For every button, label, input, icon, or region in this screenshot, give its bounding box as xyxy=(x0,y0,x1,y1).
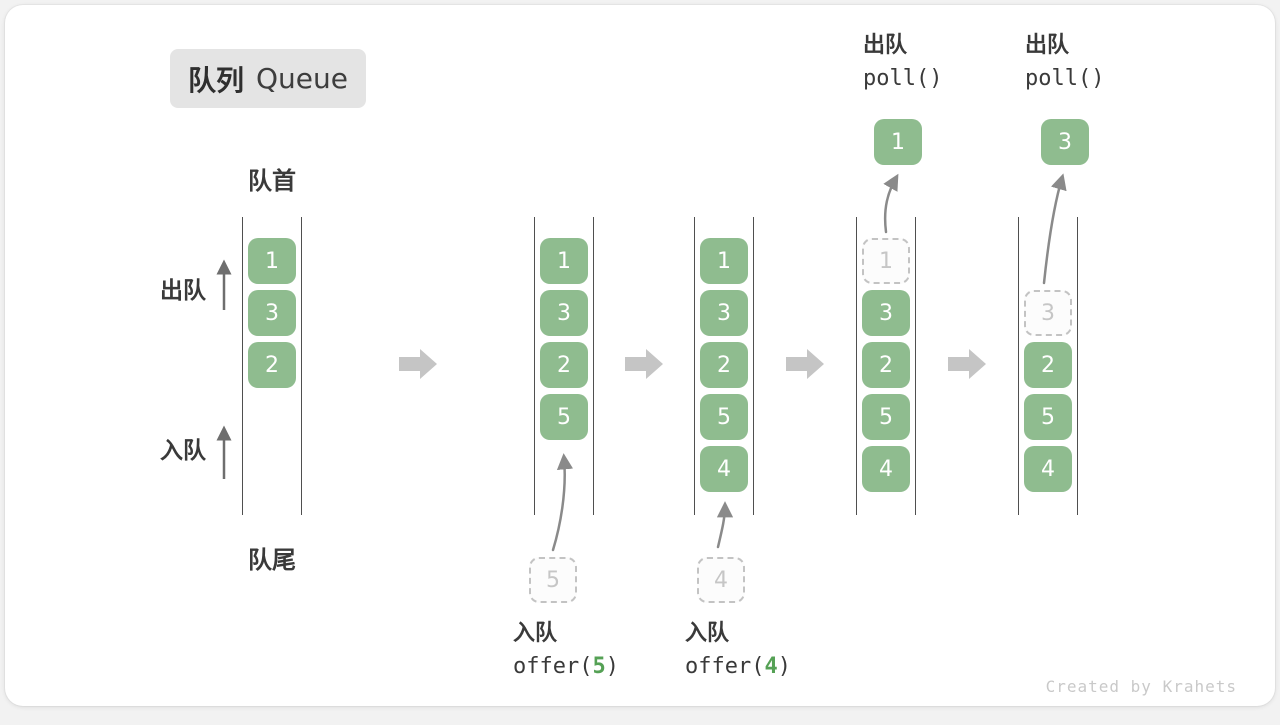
queue-rear-label: 队尾 xyxy=(248,546,296,574)
enqueue-op-zh: 入队 xyxy=(685,621,730,646)
dequeue-op-zh: 出队 xyxy=(863,33,908,58)
queue-3-slot-5: 5 xyxy=(700,394,748,440)
title-zh: 队列 xyxy=(188,63,245,97)
queue-state-4 xyxy=(856,217,916,515)
queue-state-1 xyxy=(242,217,302,515)
queue-1-slot-1: 1 xyxy=(248,238,296,284)
step-arrow-icon-3 xyxy=(786,349,824,379)
queue-4-slot-removed-1: 1 xyxy=(862,238,910,284)
dequeue-result-box-3: 3 xyxy=(1041,119,1089,165)
watermark: Created by Krahets xyxy=(1045,677,1237,696)
queue-2-slot-1: 1 xyxy=(540,238,588,284)
title-en: Queue xyxy=(256,62,348,95)
dequeue-result-box-1: 1 xyxy=(874,119,922,165)
arrow-layer xyxy=(216,173,1067,552)
enqueue-op-label-2: 入队 offer(4) xyxy=(685,621,791,681)
queue-state-3 xyxy=(694,217,754,515)
queue-4-slot-2: 2 xyxy=(862,342,910,388)
queue-2-slot-2: 2 xyxy=(540,342,588,388)
queue-4-slot-4: 4 xyxy=(862,446,910,492)
enqueue-op-code: offer(4) xyxy=(685,654,791,679)
enqueue-pending-box-4: 4 xyxy=(697,557,745,603)
queue-5-slot-2: 2 xyxy=(1024,342,1072,388)
dequeue-op-label-2: 出队 poll() xyxy=(1025,33,1104,93)
step-arrow-icon-4 xyxy=(948,349,986,379)
dequeue-op-code: poll() xyxy=(863,66,943,91)
enqueue-op-arg: 4 xyxy=(764,654,778,679)
queue-3-slot-4: 4 xyxy=(700,446,748,492)
dequeue-op-label-1: 出队 poll() xyxy=(863,33,942,93)
diagram-canvas: 队列 Queue 队首 队尾 出队 入队 1 3 2 1 3 2 5 1 3 2 5 4 1 3 2 5 4 3 2… xyxy=(5,5,1275,706)
queue-4-slot-3: 3 xyxy=(862,290,910,336)
enqueue-op-zh: 入队 xyxy=(513,621,558,646)
queue-1-slot-2: 2 xyxy=(248,342,296,388)
queue-5-slot-removed-3: 3 xyxy=(1024,290,1072,336)
queue-state-2 xyxy=(534,217,594,515)
step-arrow-icon-2 xyxy=(625,349,663,379)
queue-3-slot-3: 3 xyxy=(700,290,748,336)
queue-4-slot-5: 5 xyxy=(862,394,910,440)
queue-5-slot-5: 5 xyxy=(1024,394,1072,440)
title-box: 队列 Queue xyxy=(170,49,366,108)
queue-2-slot-5: 5 xyxy=(540,394,588,440)
enqueue-side-label: 入队 xyxy=(160,438,206,464)
dequeue-side-label: 出队 xyxy=(160,278,206,304)
enqueue-op-code: offer(5) xyxy=(513,654,619,679)
queue-state-5 xyxy=(1018,217,1078,515)
enqueue-pending-box-5: 5 xyxy=(529,557,577,603)
queue-front-label: 队首 xyxy=(248,167,296,195)
queue-5-slot-4: 4 xyxy=(1024,446,1072,492)
queue-3-slot-1: 1 xyxy=(700,238,748,284)
step-arrow-icon-1 xyxy=(399,349,437,379)
dequeue-op-zh: 出队 xyxy=(1025,33,1070,58)
queue-2-slot-3: 3 xyxy=(540,290,588,336)
dequeue-op-code: poll() xyxy=(1025,66,1105,91)
enqueue-op-label-1: 入队 offer(5) xyxy=(513,621,619,681)
enqueue-op-arg: 5 xyxy=(592,654,606,679)
queue-1-slot-3: 3 xyxy=(248,290,296,336)
queue-3-slot-2: 2 xyxy=(700,342,748,388)
